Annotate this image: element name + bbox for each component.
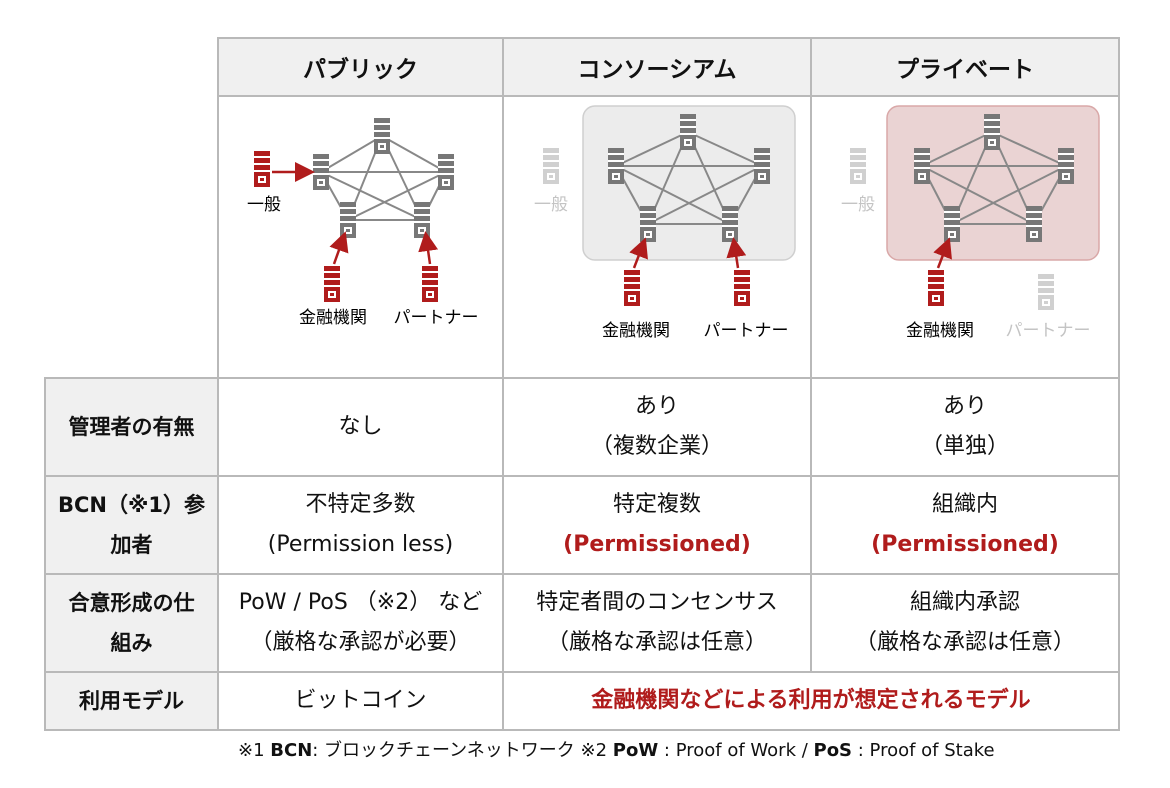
public-diagram: 一般 金融機関 パートナー [247,118,479,328]
svg-text:パートナー: パートナー [394,308,479,328]
private-diagram: 一般 金融機関 パートナー [841,105,1100,341]
server-financial-icon [928,270,944,306]
cell-admin-consortium: あり（複数企業） [590,394,723,459]
svg-text:一般: 一般 [247,195,281,215]
row-label-consensus: 合意形成の仕組み [45,574,218,672]
header-public: パブリック [218,38,503,96]
cell-consensus-private: 組織内承認（厳格な承認は任意） [854,590,1075,655]
server-general-icon [254,151,270,187]
svg-text:パートナー: パートナー [704,321,789,341]
header-private: プライベート [811,38,1119,96]
server-financial-icon [624,270,640,306]
row-label-admin: 管理者の有無 [45,378,218,476]
cell-participants-private: 組織内(Permissioned) [871,492,1059,557]
cell-admin-private: あり（単独） [920,394,1009,459]
server-financial-icon [324,266,340,302]
network-diagrams: 一般 金融機関 パートナー [247,105,1100,341]
svg-text:金融機関: 金融機関 [299,308,367,328]
cell-participants-consortium: 特定複数(Permissioned) [563,492,751,557]
server-partner-faded-icon [1038,274,1054,310]
cell-admin-public: なし [338,414,383,439]
cell-usage-public: ビットコイン [294,688,427,713]
svg-text:金融機関: 金融機関 [602,321,670,341]
server-general-faded-icon [850,148,866,184]
svg-text:一般: 一般 [841,195,875,215]
server-general-faded-icon [543,148,559,184]
consortium-diagram: 一般 金融機関 パートナー [534,105,796,341]
cell-consensus-consortium: 特定者間のコンセンサス（厳格な承認は任意） [536,590,778,655]
row-label-usage: 利用モデル [45,672,218,730]
cell-consensus-public: PoW / PoS （※2） など（厳格な承認が必要） [238,590,483,655]
cell-participants-public: 不特定多数(Permission less) [267,492,454,557]
row-label-participants: BCN（※1）参加者 [45,476,218,574]
svg-text:金融機関: 金融機関 [906,321,974,341]
server-partner-icon [734,270,750,306]
svg-text:一般: 一般 [534,195,568,215]
footnote: ※1 BCN: ブロックチェーンネットワーク ※2 PoW : Proof of… [238,740,995,761]
header-consortium: コンソーシアム [503,38,811,96]
cell-usage-merged: 金融機関などによる利用が想定されるモデル [591,688,1031,713]
svg-text:パートナー: パートナー [1006,321,1091,341]
server-partner-icon [422,266,438,302]
